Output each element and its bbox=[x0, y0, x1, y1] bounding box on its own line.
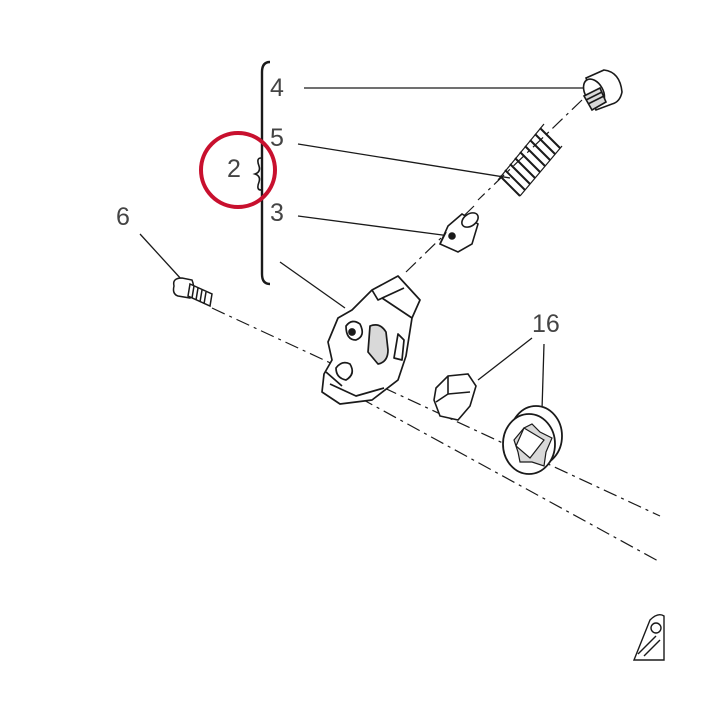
callout-2: 2 bbox=[227, 155, 241, 183]
leader-5 bbox=[297, 143, 511, 179]
bolt-axis bbox=[211, 307, 661, 517]
axis-lines bbox=[211, 99, 661, 563]
callout-4: 4 bbox=[270, 74, 284, 102]
piston-part bbox=[438, 212, 479, 253]
leader-6 bbox=[139, 233, 183, 281]
callout-16: 16 bbox=[532, 310, 560, 338]
bolt-part bbox=[172, 277, 213, 308]
brace-2 bbox=[252, 157, 262, 191]
leader-16-b bbox=[541, 343, 545, 411]
group-bracket bbox=[260, 60, 271, 286]
pump-housing bbox=[321, 275, 421, 405]
partial-part bbox=[632, 613, 665, 661]
lower-axis bbox=[359, 397, 661, 563]
spring-part bbox=[497, 123, 563, 197]
highlight-circle bbox=[199, 131, 277, 209]
leader-3 bbox=[297, 215, 451, 237]
leader-assembly bbox=[279, 261, 346, 309]
callout-5: 5 bbox=[270, 124, 284, 152]
spring-axis bbox=[405, 205, 475, 273]
callout-3: 3 bbox=[270, 199, 284, 227]
outer-rotor-part bbox=[502, 405, 563, 475]
plug-axis bbox=[477, 99, 583, 201]
callout-6: 6 bbox=[116, 203, 130, 231]
inner-rotor-part bbox=[433, 373, 477, 421]
plug-part bbox=[582, 69, 623, 112]
leader-16-a bbox=[477, 337, 533, 381]
leader-lines bbox=[139, 87, 584, 411]
